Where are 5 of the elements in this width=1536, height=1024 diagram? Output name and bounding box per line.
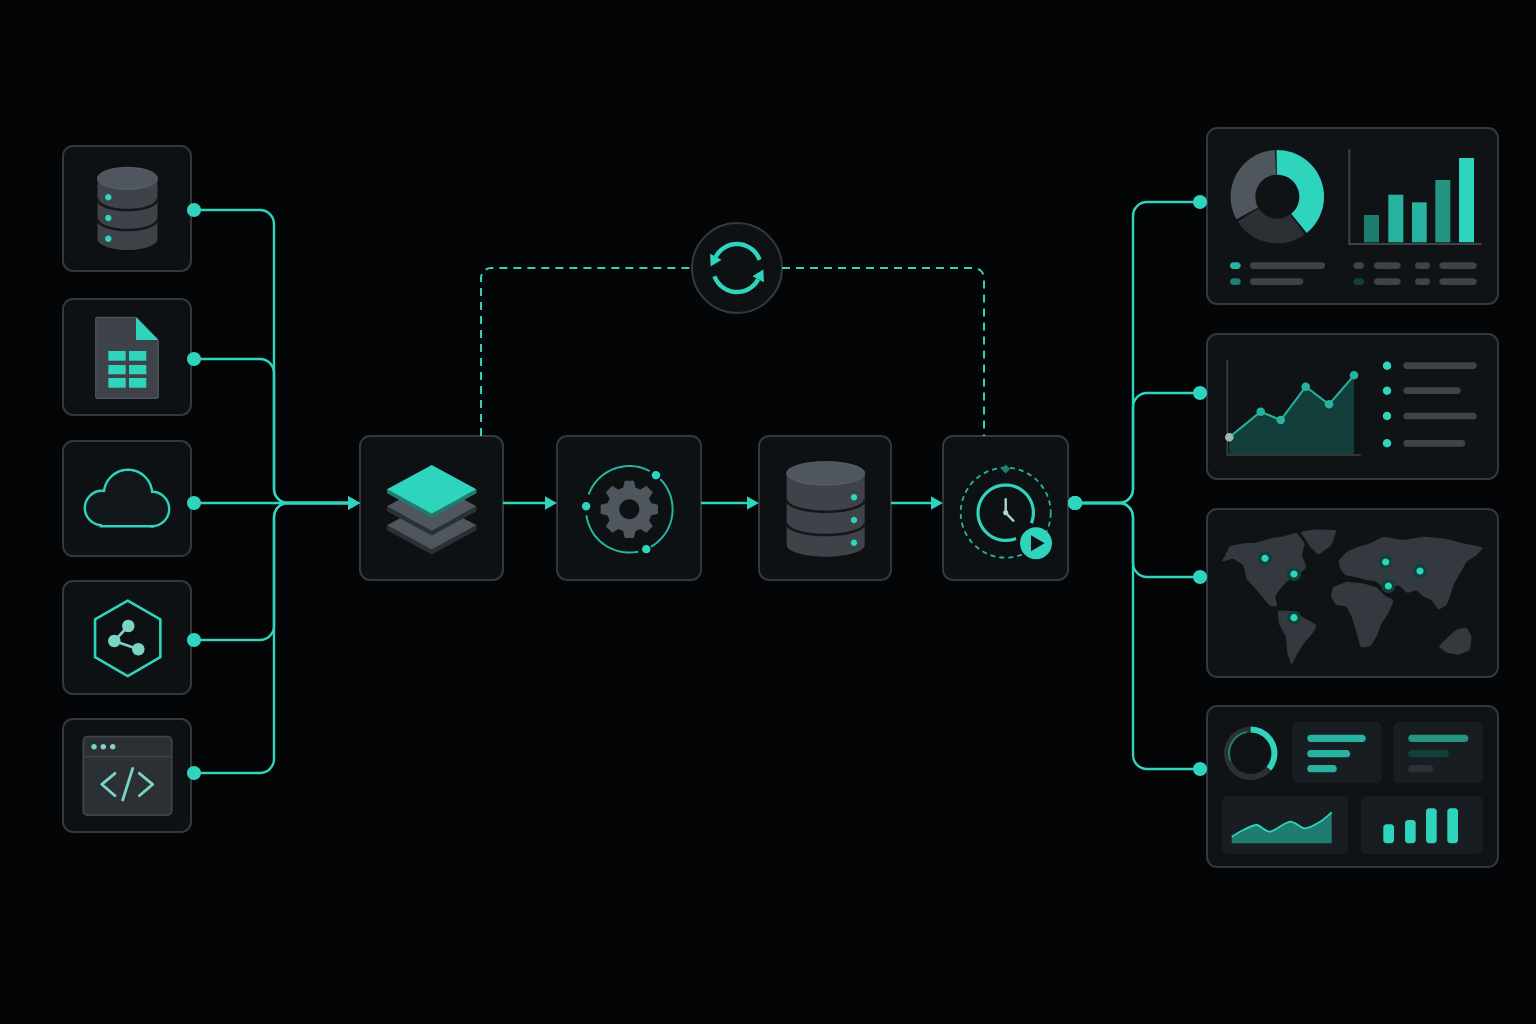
dashed-line bbox=[781, 267, 985, 437]
connector-line bbox=[1068, 496, 1207, 776]
circle-tile bbox=[691, 222, 783, 314]
icon-tile bbox=[62, 580, 192, 695]
icon-tile bbox=[942, 435, 1069, 581]
